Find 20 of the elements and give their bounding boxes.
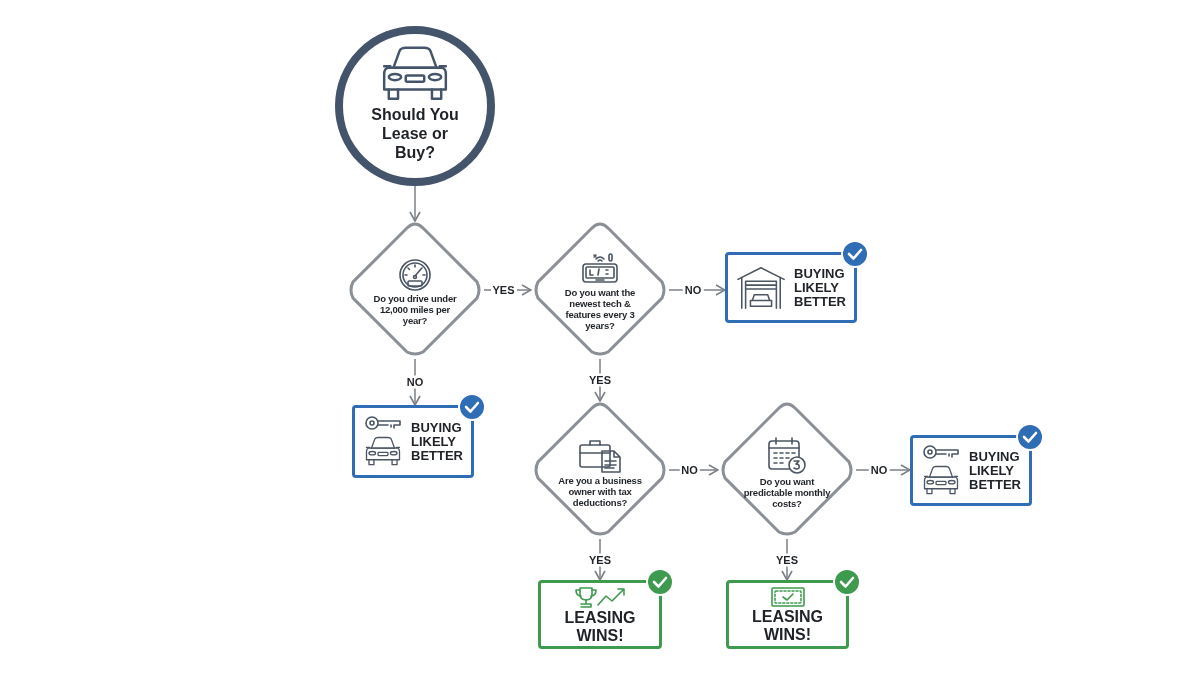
start-title: Should You Lease or Buy? (370, 104, 460, 162)
result-text: BUYING LIKELY BETTER (794, 266, 846, 309)
edge-label: YES (587, 373, 613, 387)
result-text: LEASING WINS! (564, 608, 636, 645)
question-text: Do you want the newest tech & features every 3 years? (563, 287, 637, 331)
edge-label: YES (490, 283, 517, 297)
result-text: BUYING LIKELY BETTER (969, 449, 1021, 492)
edge-label: NO (679, 463, 700, 477)
arrow (668, 284, 726, 296)
arrow (409, 185, 421, 222)
edge-label: NO (404, 375, 426, 389)
edge-label: NO (868, 463, 890, 477)
question-text: Do you want predictable monthly costs? (743, 475, 831, 509)
question-text: Do you drive under 12,000 miles per year? (372, 292, 458, 326)
result-text: LEASING WINS! (751, 607, 824, 644)
question-text: Are you a business owner with tax deductions? (557, 474, 643, 508)
result-text: BUYING LIKELY BETTER (411, 420, 463, 463)
edge-label: NO (682, 283, 704, 297)
edge-label: YES (587, 553, 613, 566)
edge-label: YES (774, 553, 800, 566)
